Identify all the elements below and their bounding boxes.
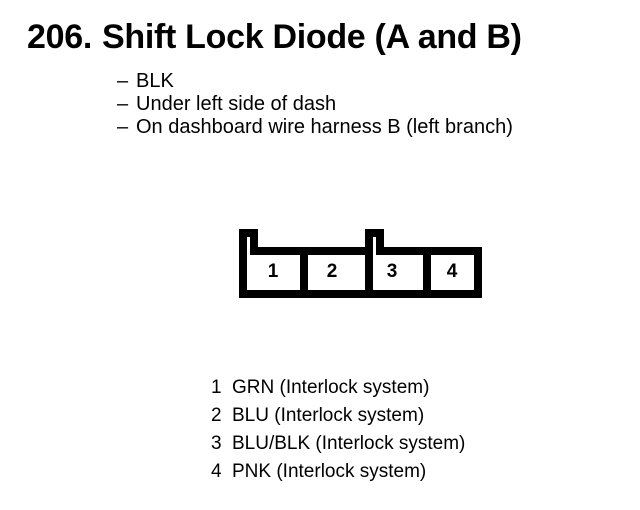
connector-cavity-3: 3 [386,261,398,282]
pin-legend-wire: PNK (Interlock system) [232,461,427,482]
connector-tab-opening-middle [373,247,376,257]
dash-bullet-icon: – [117,116,129,138]
description-line-text: Under left side of dash [136,93,337,115]
page-title: 206.Shift Lock Diode (A and B) [27,18,522,56]
description-line: –Under left side of dash [117,93,513,116]
description-line: –On dashboard wire harness B (left branc… [117,116,513,139]
connector-divider [300,247,308,298]
pin-legend-row: 2 BLU (Interlock system) [211,402,465,430]
page-title-number: 206. [27,18,92,56]
dash-bullet-icon: – [117,70,129,92]
connector-divider [423,247,431,298]
connector-locking-tab-left [239,229,258,255]
dash-bullet-icon: – [117,93,129,115]
page-title-text: Shift Lock Diode (A and B) [101,18,522,56]
description-line-text: On dashboard wire harness B (left branch… [136,116,513,138]
connector-locking-tab-middle [365,229,384,255]
pin-legend-wire: GRN (Interlock system) [232,377,430,398]
description-list: –BLK –Under left side of dash –On dashbo… [117,70,513,139]
pin-legend-wire: BLU/BLK (Interlock system) [232,433,466,454]
pin-legend-row: 1 GRN (Interlock system) [211,374,465,402]
pin-legend-number: 1 [211,377,222,398]
pin-legend-number: 4 [211,461,222,482]
description-line-text: BLK [136,70,174,92]
connector-cavity-1: 1 [267,261,279,282]
pin-legend: 1 GRN (Interlock system) 2 BLU (Interlock … [211,374,465,486]
connector-diagram: 1 2 3 4 [239,229,484,300]
pin-legend-row: 4 PNK (Interlock system) [211,458,465,486]
description-line: –BLK [117,70,513,93]
connector-tab-opening-left [247,247,250,257]
pin-legend-row: 3 BLU/BLK (Interlock system) [211,430,465,458]
pin-legend-number: 3 [211,433,222,454]
connector-divider [365,247,373,298]
connector-cavity-4: 4 [446,261,458,282]
pin-legend-number: 2 [211,405,222,426]
connector-cavity-2: 2 [326,261,338,282]
pin-legend-wire: BLU (Interlock system) [232,405,425,426]
connector-shell-outline [239,247,482,298]
